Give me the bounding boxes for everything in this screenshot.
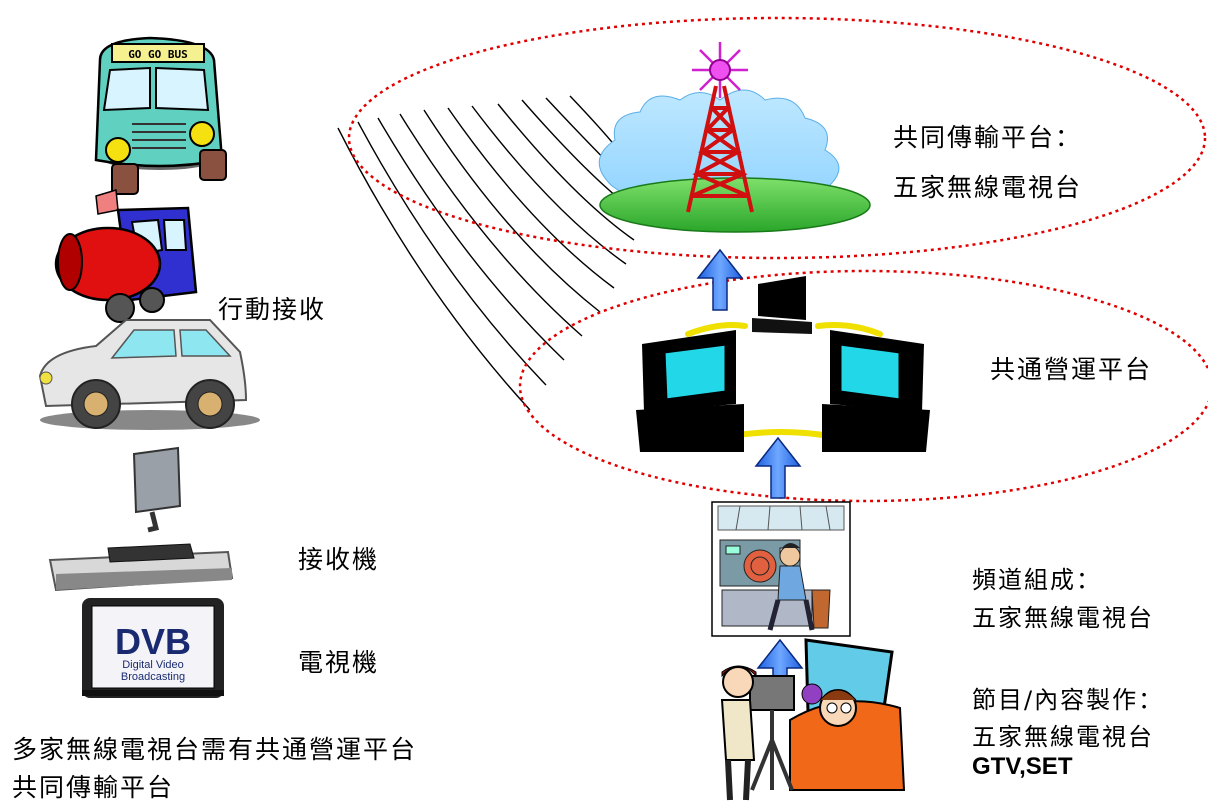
bus-sign-text: GO GO BUS [128,48,188,61]
content-production-members: 五家無線電視台 [972,723,1154,751]
television-icon [82,598,224,698]
footer-line-2: 共同傳輸平台 [12,773,175,802]
train-icon [54,189,198,323]
receiver-label: 接收機 [298,545,380,574]
channel-composition-members: 五家無線電視台 [972,604,1154,632]
dvb-caption-2: Broadcasting [121,671,185,683]
broadcast-tower-icon [598,42,871,233]
transmission-platform-ellipse [347,16,1207,260]
up-arrow-icon [754,436,802,499]
transmission-platform-title: 共同傳輸平台： [893,123,1083,152]
dvb-caption-1: Digital Video [122,659,184,671]
content-production-extra: GTV,SET [972,753,1073,780]
footer-line-1: 多家無線電視台需有共通營運平台 [12,735,418,764]
television-label: 電視機 [298,648,380,677]
control-room-icon [711,501,851,637]
transmission-platform-members: 五家無線電視台 [893,173,1083,202]
bus-icon [94,36,227,195]
up-arrow-icon [696,248,744,311]
content-production-title: 節目/內容製作： [972,686,1165,714]
receiver-box-icon [48,543,234,592]
operation-platform-label: 共通營運平台 [990,355,1153,384]
dvb-logo: DVB [115,621,191,662]
radio-waves [337,95,637,411]
mobile-reception-label: 行動接收 [218,295,327,324]
antenna-icon [132,446,182,533]
operation-platform-ellipse [518,269,1208,503]
computer-network-icon [636,276,930,452]
camera-crew-icon [720,638,906,801]
channel-composition-title: 頻道組成： [972,566,1102,594]
car-icon [38,319,260,430]
